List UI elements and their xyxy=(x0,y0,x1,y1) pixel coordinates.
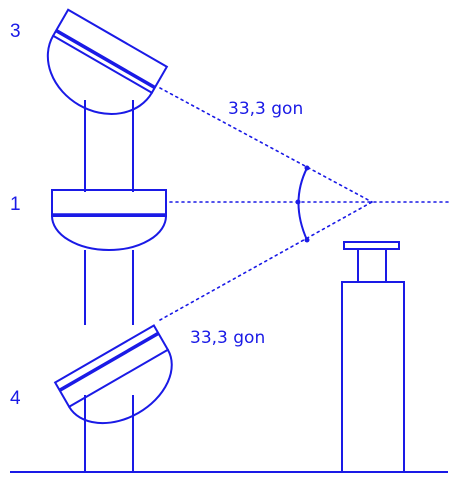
angle-label-top: 33,3 gon xyxy=(228,99,303,119)
head-position-1 xyxy=(51,189,167,251)
head-position-4 xyxy=(53,324,173,425)
upper-sight-line xyxy=(159,87,373,203)
label-position-4: 4 xyxy=(10,388,21,409)
target-object xyxy=(341,241,405,473)
label-position-1: 1 xyxy=(10,194,21,215)
lower-sight-line xyxy=(159,201,373,321)
head-position-3 xyxy=(46,8,169,115)
main-column xyxy=(84,100,134,472)
label-position-3: 3 xyxy=(10,21,21,42)
angle-arc xyxy=(295,165,310,243)
angle-label-bottom: 33,3 gon xyxy=(190,328,265,348)
